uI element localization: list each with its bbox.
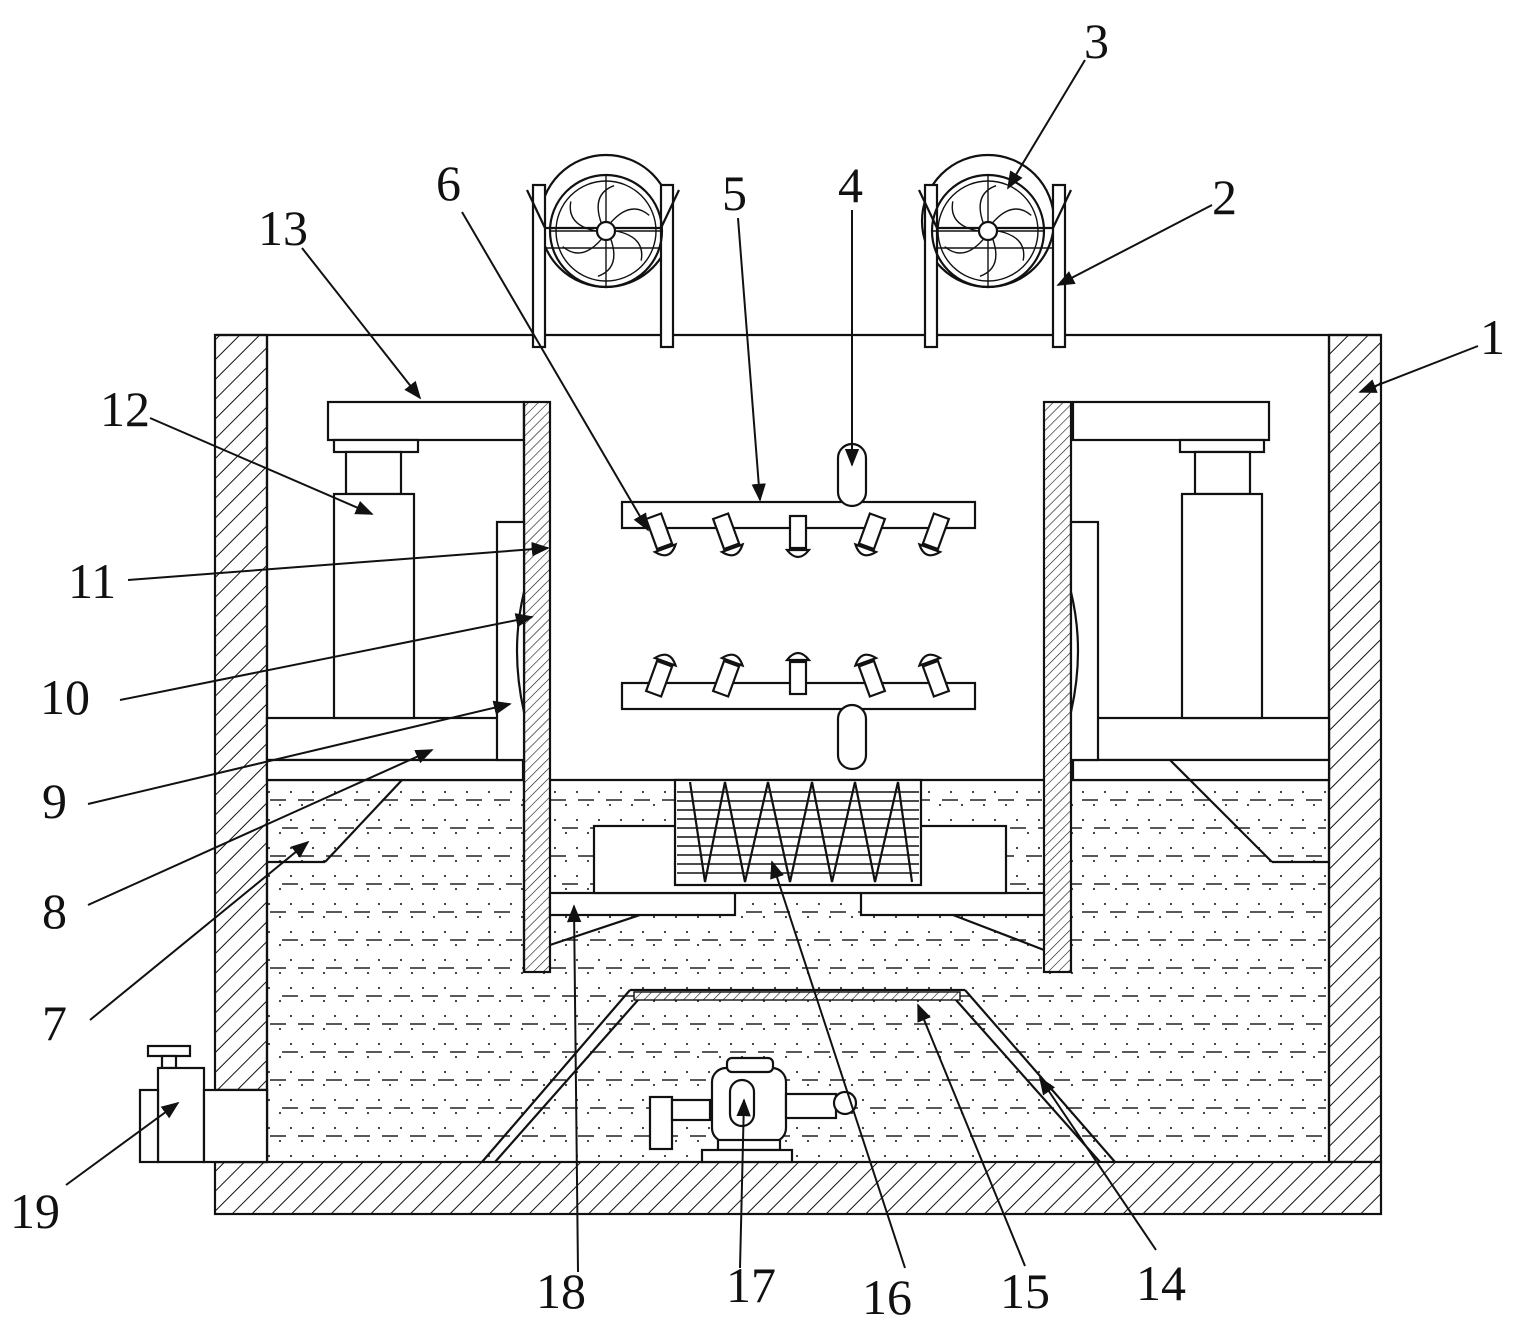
right-fan xyxy=(918,153,1072,349)
label-5: 5 xyxy=(722,165,747,221)
label-17: 17 xyxy=(726,1257,776,1313)
label-10: 10 xyxy=(40,669,90,725)
label-3: 3 xyxy=(1084,13,1109,69)
label-7: 7 xyxy=(42,995,67,1051)
label-4: 4 xyxy=(838,157,863,213)
left-fan xyxy=(526,153,680,349)
lower-spray-pipe xyxy=(620,651,977,771)
inner-basket xyxy=(522,400,1073,974)
label-18: 18 xyxy=(536,1263,586,1319)
label-13: 13 xyxy=(258,200,308,256)
label-11: 11 xyxy=(68,553,116,609)
right-cylinder xyxy=(1071,400,1271,720)
left-side-plate xyxy=(495,520,526,762)
label-16: 16 xyxy=(862,1269,912,1325)
heater-block xyxy=(592,778,1008,895)
upper-spray-pipe xyxy=(620,442,977,559)
label-14: 14 xyxy=(1136,1255,1186,1311)
left-cylinder xyxy=(326,400,526,720)
right-side-plate xyxy=(1069,520,1100,762)
right-platform xyxy=(1071,716,1331,864)
labels: 1 2 3 4 5 6 7 8 9 10 11 12 13 14 15 16 1… xyxy=(10,13,1505,1325)
left-platform xyxy=(265,716,525,864)
leader-lines xyxy=(65,59,1479,1273)
filter-tray xyxy=(481,988,1116,1163)
label-19: 19 xyxy=(10,1183,60,1239)
label-12: 12 xyxy=(100,381,150,437)
label-2: 2 xyxy=(1212,169,1237,225)
label-6: 6 xyxy=(436,155,461,211)
label-9: 9 xyxy=(42,773,67,829)
label-15: 15 xyxy=(1000,1263,1050,1319)
label-1: 1 xyxy=(1480,309,1505,365)
tank-body xyxy=(213,333,1383,1216)
label-8: 8 xyxy=(42,883,67,939)
